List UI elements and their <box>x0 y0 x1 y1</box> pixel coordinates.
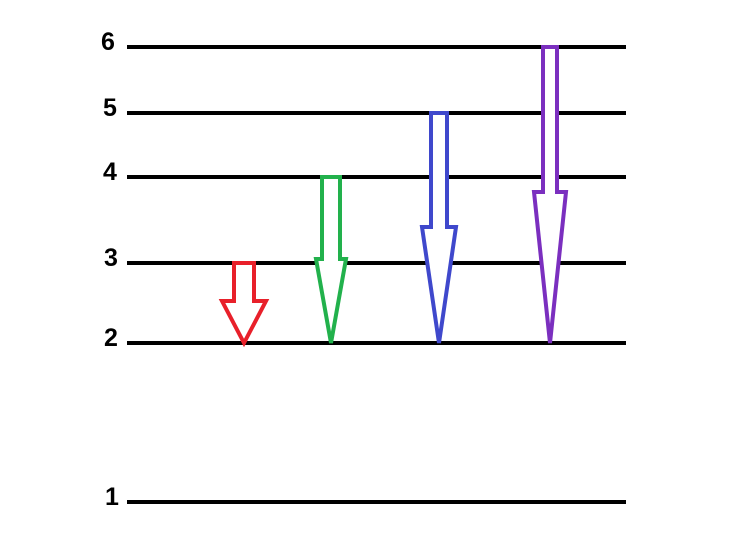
energy-level-label-3: 3 <box>104 244 118 272</box>
energy-level-label-6: 6 <box>101 28 115 56</box>
transition-arrow-3-to-2 <box>218 261 270 348</box>
transition-arrow-6-to-2 <box>531 45 569 344</box>
transition-arrows <box>218 45 569 348</box>
energy-level-label-1: 1 <box>105 483 119 511</box>
energy-level-label-5: 5 <box>103 94 117 122</box>
transition-arrow-5-to-2 <box>419 111 459 344</box>
energy-level-label-2: 2 <box>104 324 118 352</box>
energy-level-label-4: 4 <box>103 158 117 186</box>
transition-arrow-4-to-2 <box>313 175 349 344</box>
